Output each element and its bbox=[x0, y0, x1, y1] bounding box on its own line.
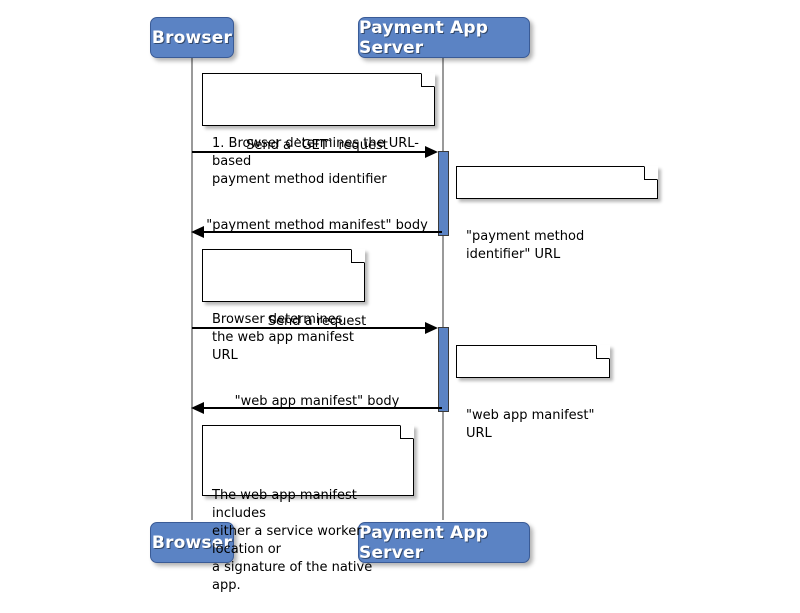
activation-server-1 bbox=[438, 151, 449, 236]
message-4-arrowhead-icon bbox=[191, 402, 204, 414]
note-payment-method-identifier-url: "payment method identifier" URL bbox=[456, 166, 658, 262]
message-2-label: "payment method manifest" body bbox=[206, 218, 428, 233]
participant-browser-top[interactable]: Browser bbox=[150, 17, 234, 58]
note-fold-mask bbox=[596, 345, 610, 359]
message-3-line bbox=[192, 327, 430, 329]
message-2-line bbox=[204, 231, 442, 233]
participant-browser-bottom-label: Browser bbox=[151, 532, 233, 553]
note-fold-mask bbox=[400, 425, 414, 439]
participant-browser-bottom[interactable]: Browser bbox=[150, 522, 234, 563]
note-fold-mask bbox=[644, 166, 658, 180]
note-browser-determines-manifest-url: Browser determines the web app manifest … bbox=[202, 249, 365, 363]
note-1-text: 1. Browser determines the URL-based paym… bbox=[212, 136, 419, 187]
lifeline-browser bbox=[191, 58, 193, 520]
message-4-line bbox=[204, 407, 442, 409]
note-fold-mask bbox=[351, 249, 365, 263]
message-4-label: "web app manifest" body bbox=[234, 394, 400, 409]
activation-server-2 bbox=[438, 327, 449, 412]
lifeline-server bbox=[442, 58, 444, 520]
participant-browser-top-label: Browser bbox=[151, 27, 233, 48]
note-fold-mask bbox=[421, 73, 435, 87]
message-1-line bbox=[192, 151, 430, 153]
message-2-arrowhead-icon bbox=[191, 226, 204, 238]
message-1-label: Send a `GET` request bbox=[246, 138, 388, 153]
message-3-label: Send a request bbox=[267, 314, 367, 329]
participant-server-bottom[interactable]: Payment App Server bbox=[358, 522, 530, 563]
participant-server-top-label: Payment App Server bbox=[359, 17, 489, 58]
note-web-app-manifest-url: "web app manifest" URL bbox=[456, 345, 610, 441]
message-3-arrowhead-icon bbox=[425, 322, 438, 334]
participant-server-top[interactable]: Payment App Server bbox=[358, 17, 530, 58]
note-4-text: "web app manifest" URL bbox=[466, 408, 595, 441]
note-browser-determines-identifier: 1. Browser determines the URL-based paym… bbox=[202, 73, 435, 187]
message-1-arrowhead-icon bbox=[425, 146, 438, 158]
note-2-text: "payment method identifier" URL bbox=[466, 229, 585, 262]
participant-server-bottom-label: Payment App Server bbox=[359, 522, 489, 563]
note-5-text: The web app manifest includes either a s… bbox=[212, 488, 373, 593]
note-web-app-manifest-includes: The web app manifest includes either a s… bbox=[202, 425, 414, 593]
note-3-text: Browser determines the web app manifest … bbox=[212, 312, 355, 363]
sequence-diagram-canvas: Browser Payment App Server 1. Browser de… bbox=[150, 17, 658, 593]
